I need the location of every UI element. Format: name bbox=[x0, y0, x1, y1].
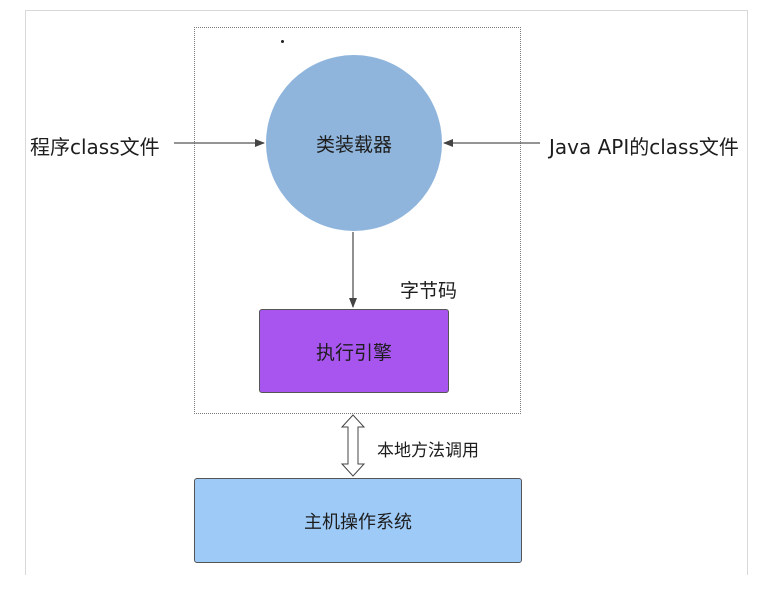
java-api-class-files-label: Java API的class文件 bbox=[549, 135, 739, 159]
execution-engine-node: 执行引擎 bbox=[259, 309, 449, 393]
double-arrow-native-call bbox=[340, 414, 366, 477]
bytecode-label: 字节码 bbox=[400, 280, 458, 302]
execution-engine-label: 执行引擎 bbox=[315, 341, 392, 364]
jvm-container bbox=[194, 27, 521, 414]
frame-left-line bbox=[25, 10, 26, 575]
native-method-call-label: 本地方法调用 bbox=[377, 441, 479, 461]
class-loader-node: 类装载器 bbox=[266, 55, 442, 231]
program-class-files-label: 程序class文件 bbox=[30, 135, 160, 159]
host-os-node: 主机操作系统 bbox=[194, 478, 522, 563]
host-os-label: 主机操作系统 bbox=[304, 511, 412, 533]
frame-top-line bbox=[25, 10, 748, 11]
stray-dot bbox=[281, 40, 284, 43]
frame-right-line bbox=[747, 10, 748, 575]
class-loader-label: 类装载器 bbox=[315, 133, 392, 156]
